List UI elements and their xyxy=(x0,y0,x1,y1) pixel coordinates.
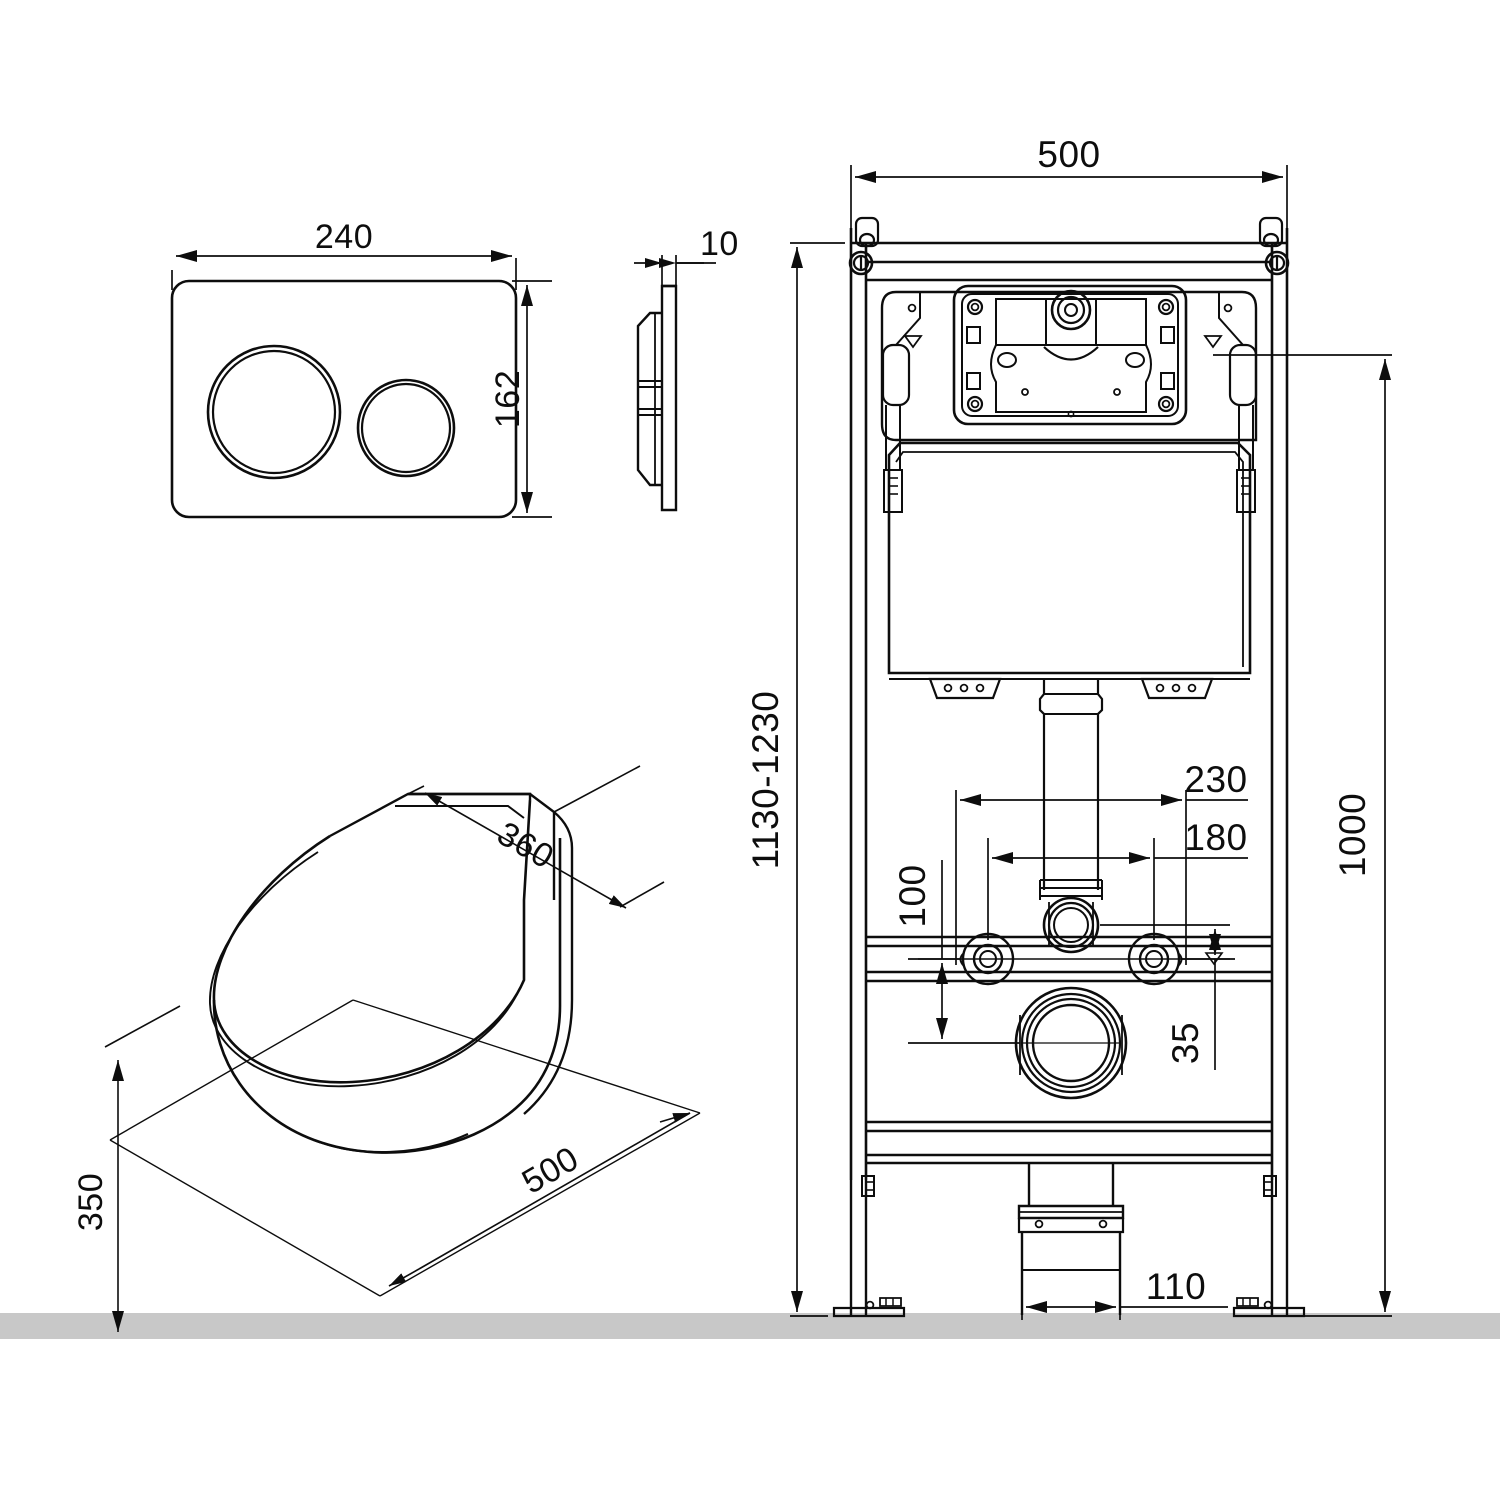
bowl-footprint-construction xyxy=(109,999,701,1297)
dimension-plate-width-label: 240 xyxy=(315,218,373,256)
dimension-230 xyxy=(955,790,1248,965)
dimension-bowl-height xyxy=(104,1005,181,1332)
dimension-frame-width xyxy=(850,165,1288,235)
cistern-tank xyxy=(887,441,1252,700)
dimension-frame-height-label: 1130-1230 xyxy=(745,691,786,870)
flush-plate-body xyxy=(170,279,518,519)
dimension-bowl-projection-label: 500 xyxy=(516,1139,585,1201)
dimension-seat-height xyxy=(1213,354,1392,1317)
dimension-frame-height xyxy=(790,242,845,1317)
dimension-35-label: 35 xyxy=(1165,1022,1206,1064)
dimension-100 xyxy=(908,860,1020,1044)
dimension-plate-thickness xyxy=(634,255,716,300)
dimension-110-label: 110 xyxy=(1146,1266,1207,1307)
small-flush-button[interactable] xyxy=(356,378,456,478)
flush-plate-front-view xyxy=(170,279,518,519)
dimension-seat-height-label: 1000 xyxy=(1332,793,1373,877)
dimension-180 xyxy=(987,838,1248,940)
dimension-bowl-depth xyxy=(407,765,665,909)
frame-legs xyxy=(832,1175,1306,1318)
dimension-frame-width-label: 500 xyxy=(1037,134,1100,175)
floor-line xyxy=(0,1313,1500,1339)
dimension-100-label: 100 xyxy=(892,864,933,927)
dimension-230-label: 230 xyxy=(1184,759,1247,800)
flush-connector-pipe xyxy=(1038,679,1104,900)
frame-side-brackets xyxy=(881,292,1258,513)
dimension-bowl-height-label: 350 xyxy=(72,1173,110,1231)
dimension-plate-width xyxy=(171,250,517,290)
dimension-plate-height-label: 162 xyxy=(489,370,527,428)
cistern-inspection-housing xyxy=(880,284,1258,442)
dimension-plate-height xyxy=(512,280,552,518)
dimension-bowl-projection xyxy=(388,1112,691,1287)
frame-structure xyxy=(849,228,1289,1180)
flush-plate-side-view xyxy=(636,284,678,512)
dimension-110 xyxy=(1021,1240,1228,1320)
waste-drop-pipe xyxy=(1017,1163,1125,1315)
dimension-bowl-depth-label: 360 xyxy=(491,814,560,876)
dimension-180-label: 180 xyxy=(1184,817,1247,858)
dimension-35 xyxy=(1100,924,1235,1070)
waste-outlet xyxy=(1014,986,1128,1100)
large-flush-button[interactable] xyxy=(206,344,342,480)
water-inlet-connector xyxy=(1042,896,1100,954)
dimension-plate-thickness-label: 10 xyxy=(700,225,739,263)
wall-anchor-bolts xyxy=(848,216,1290,276)
